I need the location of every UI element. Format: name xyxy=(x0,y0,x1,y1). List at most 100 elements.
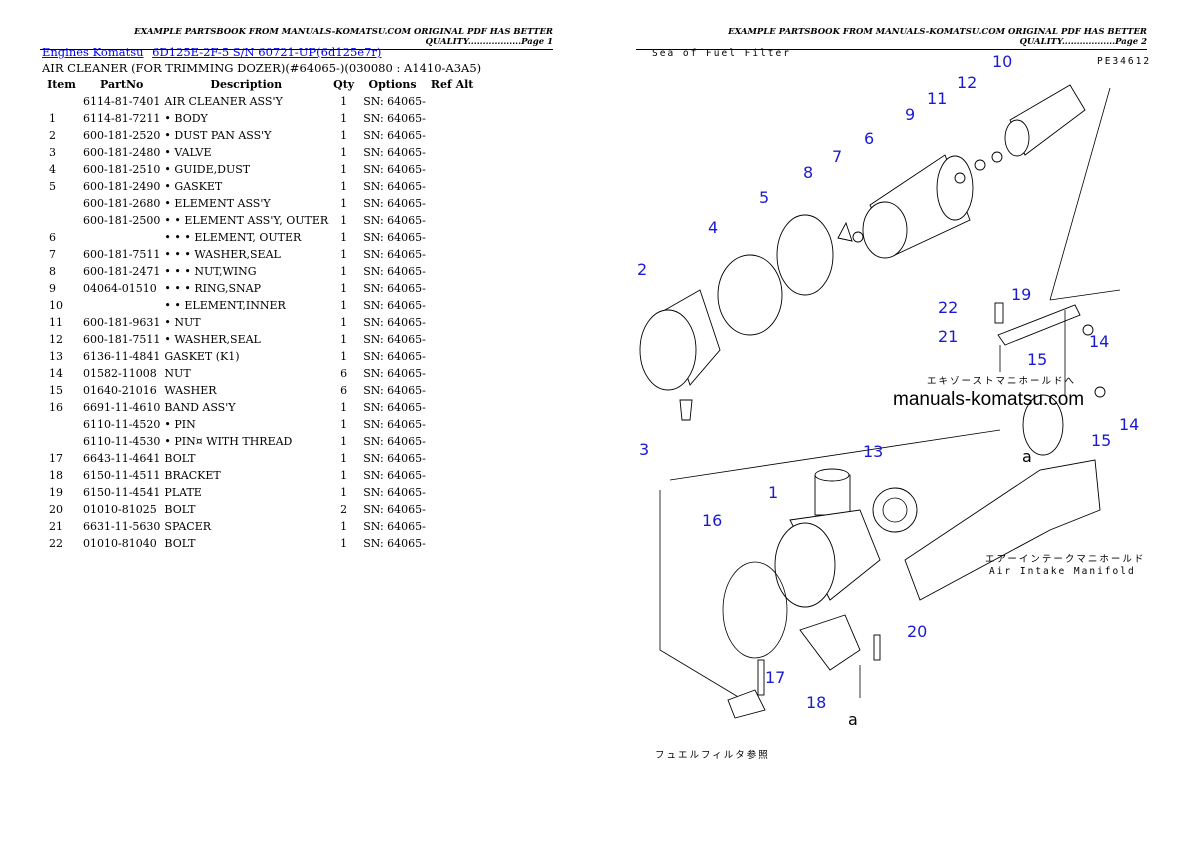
fuel-filter-label: フュエルフィルタ参照 xyxy=(655,749,770,761)
cell-part: 600-181-9631 xyxy=(83,316,161,329)
cell-item: 18 xyxy=(49,469,63,482)
breadcrumb-link-engines[interactable]: Engines Komatsu xyxy=(42,45,144,59)
cell-refalt xyxy=(428,246,477,263)
column-header: Options xyxy=(368,78,417,91)
cell-item xyxy=(42,195,81,212)
cell-part: 01010-81040 xyxy=(83,537,157,550)
cell-opt: SN: 64065- xyxy=(363,163,426,176)
cell-qty: 2 xyxy=(340,503,348,516)
cell-qty: 1 xyxy=(340,180,348,193)
cell-refalt xyxy=(428,450,477,467)
cell-desc: • • • RING,SNAP xyxy=(164,282,262,295)
cell-part: 01010-81025 xyxy=(83,503,157,516)
cell-desc: BOLT xyxy=(164,452,196,465)
cell-part: 600-181-2480 xyxy=(83,146,161,159)
callout-label: 19 xyxy=(1011,285,1031,304)
callout-label: 17 xyxy=(765,668,785,687)
cell-qty: 1 xyxy=(340,452,348,465)
exhaust-label: エキゾーストマニホールドへ xyxy=(927,376,1076,387)
cell-refalt xyxy=(428,229,477,246)
cell-refalt xyxy=(428,144,477,161)
cell-part: 6150-11-4541 xyxy=(83,486,161,499)
cell-refalt xyxy=(428,484,477,501)
breadcrumb: Engines Komatsu 6D125E-2F-5 S/N 60721-UP… xyxy=(42,45,386,59)
cell-refalt xyxy=(428,416,477,433)
cell-opt: SN: 64065- xyxy=(363,367,426,380)
column-header: Qty xyxy=(333,78,355,91)
cell-refalt xyxy=(428,433,477,450)
callout-label: 1 xyxy=(768,483,778,502)
cell-desc: BOLT xyxy=(164,503,196,516)
cell-item: 4 xyxy=(49,163,56,176)
cell-item: 3 xyxy=(49,146,56,159)
cell-desc: • PIN¤ WITH THREAD xyxy=(164,435,293,448)
cell-desc: GASKET (K1) xyxy=(164,350,240,363)
cell-part: 600-181-2680 xyxy=(83,197,161,210)
cell-opt: SN: 64065- xyxy=(363,350,426,363)
cell-desc: BAND ASS'Y xyxy=(164,401,236,414)
cell-refalt xyxy=(428,382,477,399)
cell-desc: • DUST PAN ASS'Y xyxy=(164,129,272,142)
cell-qty: 6 xyxy=(340,384,348,397)
cell-part: 6114-81-7401 xyxy=(83,95,161,108)
cell-desc: • BODY xyxy=(164,112,208,125)
column-header: Ref Alt xyxy=(430,78,474,91)
cell-part xyxy=(81,229,162,246)
cell-item: 13 xyxy=(49,350,63,363)
cell-item: 1 xyxy=(49,112,56,125)
callout-label: 18 xyxy=(806,693,826,712)
cell-item: 10 xyxy=(49,299,63,312)
parts-diagram: Sea of Fuel Filter PE34612 エキゾーストマニホールドへ… xyxy=(637,48,1149,761)
cell-item: 9 xyxy=(49,282,56,295)
cell-qty: 1 xyxy=(340,129,348,142)
cell-opt: SN: 64065- xyxy=(363,112,426,125)
cell-opt: SN: 64065- xyxy=(363,537,426,550)
cell-opt: SN: 64065- xyxy=(363,452,426,465)
callout-label: 11 xyxy=(927,89,947,108)
cell-desc: • GASKET xyxy=(164,180,223,193)
callout-label: 3 xyxy=(639,440,649,459)
cell-opt: SN: 64065- xyxy=(363,231,426,244)
callout-label: 15 xyxy=(1027,350,1047,369)
cell-refalt xyxy=(428,297,477,314)
cell-desc: PLATE xyxy=(164,486,202,499)
cell-item: 16 xyxy=(49,401,63,414)
callout-label: 22 xyxy=(938,298,958,317)
cell-item: 22 xyxy=(49,537,63,550)
cell-opt: SN: 64065- xyxy=(363,384,426,397)
cell-qty: 1 xyxy=(340,537,348,550)
cell-desc: • WASHER,SEAL xyxy=(164,333,261,346)
breadcrumb-link-model[interactable]: 6D125E-2F-5 S/N 60721-UP(6d125e7r) xyxy=(152,45,382,59)
cell-qty: 6 xyxy=(340,367,348,380)
cell-desc: • • • NUT,WING xyxy=(164,265,257,278)
cell-part: 600-181-2490 xyxy=(83,180,161,193)
dust-pan-shape xyxy=(639,289,721,421)
callout-label: 16 xyxy=(702,511,722,530)
cell-desc: SPACER xyxy=(164,520,212,533)
cell-desc: • PIN xyxy=(164,418,196,431)
cell-item: 14 xyxy=(49,367,63,380)
cell-part: 600-181-7511 xyxy=(83,248,161,261)
cell-desc: • NUT xyxy=(164,316,201,329)
cell-item xyxy=(42,212,81,229)
cell-opt: SN: 64065- xyxy=(363,486,426,499)
cell-qty: 1 xyxy=(340,95,348,108)
cell-qty: 1 xyxy=(340,265,348,278)
cell-item: 7 xyxy=(49,248,56,261)
cell-opt: SN: 64065- xyxy=(363,435,426,448)
cell-item: 15 xyxy=(49,384,63,397)
cell-part: 6136-11-4841 xyxy=(83,350,161,363)
cell-opt: SN: 64065- xyxy=(363,129,426,142)
cell-part: 6643-11-4641 xyxy=(83,452,161,465)
cell-qty: 1 xyxy=(340,435,348,448)
cell-qty: 1 xyxy=(340,163,348,176)
cell-refalt xyxy=(428,110,477,127)
